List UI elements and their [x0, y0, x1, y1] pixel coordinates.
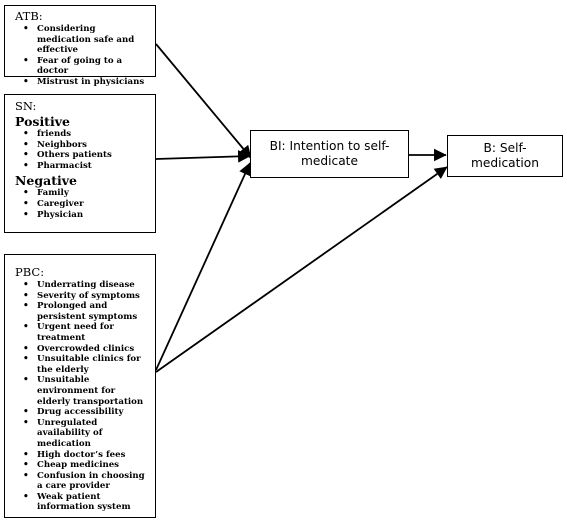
list-item: Caregiver: [23, 199, 151, 210]
atb-list: Considering medication safe and effectiv…: [15, 24, 151, 88]
list-item: Family: [23, 188, 151, 199]
list-item: Pharmacist: [23, 161, 151, 172]
list-item: Drug accessibility: [23, 407, 151, 418]
sn-title: SN:: [15, 99, 37, 113]
list-item: Weak patient information system: [23, 492, 151, 513]
pbc-box: PBC: Underrating disease Severity of sym…: [4, 254, 156, 518]
list-item: High doctor’s fees: [23, 450, 151, 461]
list-item: friends: [23, 129, 151, 140]
list-item: Unsuitable clinics for the elderly: [23, 354, 151, 375]
list-item: Neighbors: [23, 140, 151, 151]
arrow-atb-to-bi: [155, 43, 252, 159]
atb-title: ATB:: [15, 9, 43, 23]
list-item: Cheap medicines: [23, 460, 151, 471]
bi-label: BI: Intention to self-medicate: [269, 139, 390, 168]
sn-positive-label: Positive: [15, 114, 70, 129]
list-item: Confusion in choosing a care provider: [23, 471, 151, 492]
list-item: Severity of symptoms: [23, 291, 151, 302]
sn-negative-list: Family Caregiver Physician: [15, 188, 151, 220]
arrow-sn-to-bi: [155, 150, 251, 163]
bi-box: BI: Intention to self-medicate: [250, 130, 409, 178]
list-item: Fear of going to a doctor: [23, 56, 151, 77]
behavior-box: B: Self-medication: [447, 135, 563, 177]
atb-box: ATB: Considering medication safe and eff…: [4, 5, 156, 87]
sn-box: SN: Positive friends Neighbors Others pa…: [4, 94, 156, 233]
list-item: Prolonged and persistent symptoms: [23, 301, 151, 322]
list-item: Physician: [23, 210, 151, 221]
sn-positive-list: friends Neighbors Others patients Pharma…: [15, 129, 151, 171]
list-item: Unsuitable environment for elderly trans…: [23, 375, 151, 407]
pbc-title: PBC:: [15, 265, 45, 279]
pbc-list: Underrating disease Severity of symptoms…: [15, 280, 151, 513]
arrow-pbc-to-behavior: [155, 166, 448, 373]
list-item: Mistrust in physicians: [23, 77, 151, 88]
sn-negative-label: Negative: [15, 173, 77, 189]
arrow-pbc-to-bi: [155, 162, 251, 371]
list-item: Underrating disease: [23, 280, 151, 291]
list-item: Considering medication safe and effectiv…: [23, 24, 151, 56]
behavior-label: B: Self-medication: [470, 141, 539, 170]
list-item: Urgent need for treatment: [23, 322, 151, 343]
list-item: Overcrowded clinics: [23, 344, 151, 355]
list-item: Others patients: [23, 150, 151, 161]
list-item: Unregulated availability of medication: [23, 418, 151, 450]
